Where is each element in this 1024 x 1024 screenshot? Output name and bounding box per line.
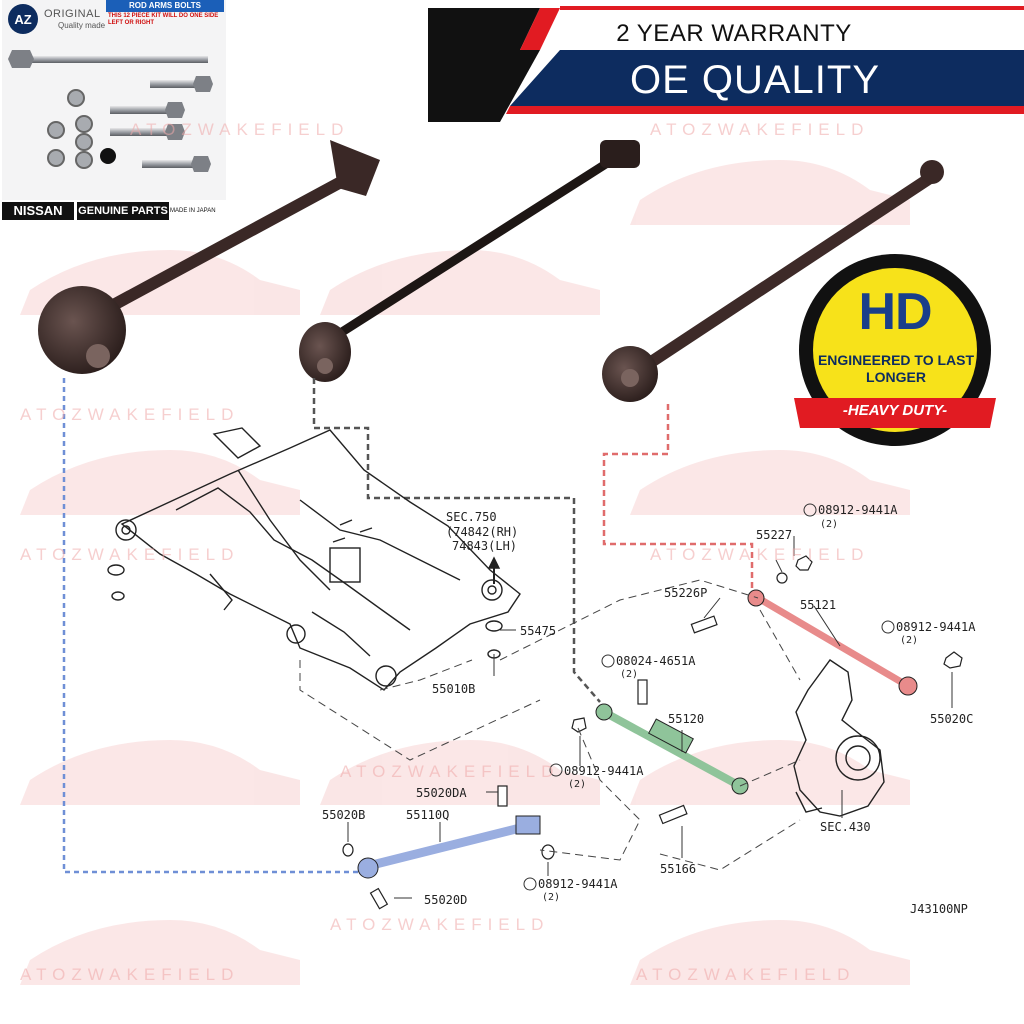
rod-arm-3 <box>602 160 944 402</box>
kit-note: THIS 12 PIECE KIT WILL DO ONE SIDE LEFT … <box>108 13 219 26</box>
nissan-logo: NISSAN <box>2 202 74 220</box>
diagram-dashed-lines <box>299 579 801 871</box>
rod-arm-1 <box>38 140 380 374</box>
diagram-hardware <box>342 555 963 910</box>
part-label-55020d: 55020D <box>424 893 468 907</box>
qty-label-d: (2) <box>568 779 587 790</box>
original-label: ORIGINAL <box>44 8 101 20</box>
subframe-diagram <box>107 427 521 691</box>
leader-lines <box>347 536 953 899</box>
part-label-55020b: 55020B <box>322 808 366 822</box>
genuine-parts-label: GENUINE PARTS <box>77 202 169 220</box>
part-label-08912-a: 08912-9441A <box>818 503 898 517</box>
section-750-lh-label: 74843(LH) <box>452 539 518 553</box>
diagram-reference: J43100NP <box>910 902 968 916</box>
qty-label-e: (2) <box>542 892 561 903</box>
watermark-text: ATOZWAKEFIELD <box>650 120 870 139</box>
part-label-55121: 55121 <box>800 598 837 612</box>
part-label-55020c: 55020C <box>930 712 974 726</box>
watermark-text: ATOZWAKEFIELD <box>20 405 240 424</box>
heavy-duty-badge <box>794 254 996 446</box>
az-logo: AZ <box>8 4 38 34</box>
connector-lines <box>62 378 754 874</box>
knuckle-diagram <box>793 659 885 817</box>
warranty-banner <box>428 6 1024 122</box>
section-750-label: SEC.750 <box>446 510 497 524</box>
watermark-text: ATOZWAKEFIELD <box>20 545 240 564</box>
section-750-rh-label: (74842(RH) <box>446 525 519 539</box>
qty-label-b: (2) <box>900 635 919 646</box>
part-label-08912-c: 08912-9441A <box>564 764 644 778</box>
watermark-text: ATOZWAKEFIELD <box>20 965 240 984</box>
part-label-55110q: 55110Q <box>406 808 450 822</box>
part-label-55227: 55227 <box>756 528 793 542</box>
part-label-55226p: 55226P <box>664 586 708 600</box>
qty-label-a: (2) <box>820 519 839 530</box>
watermark-text: ATOZWAKEFIELD <box>636 965 856 984</box>
watermark-text: ATOZWAKEFIELD <box>340 762 560 781</box>
heavy-duty-ribbon: -HEAVY DUTY- <box>842 402 948 419</box>
callout-letter-icons <box>523 503 895 891</box>
red-link-55121 <box>747 589 918 696</box>
hd-badge-subtitle: ENGINEERED TO LAST LONGER <box>817 352 975 385</box>
warranty-text: 2 YEAR WARRANTY <box>616 20 852 47</box>
made-in-japan-label: MADE IN JAPAN <box>170 208 216 214</box>
part-label-08912-b: 08912-9441A <box>896 620 976 634</box>
part-label-55475: 55475 <box>520 624 557 638</box>
rod-arm-2 <box>299 140 640 382</box>
watermark-text: ATOZWAKEFIELD <box>650 545 870 564</box>
kit-title: ROD ARMS BOLTS <box>106 0 224 12</box>
blue-link-55110q <box>357 815 541 879</box>
hd-badge-title: HD <box>858 283 932 341</box>
bolt-kit-thumbnail <box>2 0 226 200</box>
qty-label-c: (2) <box>620 669 639 680</box>
part-label-55020da: 55020DA <box>416 786 467 800</box>
quality-made-label: Quality made <box>58 21 106 30</box>
part-label-55120: 55120 <box>668 712 705 726</box>
part-label-08024: 08024-4651A <box>616 654 696 668</box>
watermark-text: ATOZWAKEFIELD <box>130 120 350 139</box>
part-label-08912-d: 08912-9441A <box>538 877 618 891</box>
section-430-label: SEC.430 <box>820 820 871 834</box>
part-label-55010b: 55010B <box>432 682 476 696</box>
part-label-55166: 55166 <box>660 862 697 876</box>
watermark-car-icons <box>20 160 910 985</box>
oe-quality-text: OE QUALITY <box>629 58 881 102</box>
watermark-text: ATOZWAKEFIELD <box>330 915 550 934</box>
